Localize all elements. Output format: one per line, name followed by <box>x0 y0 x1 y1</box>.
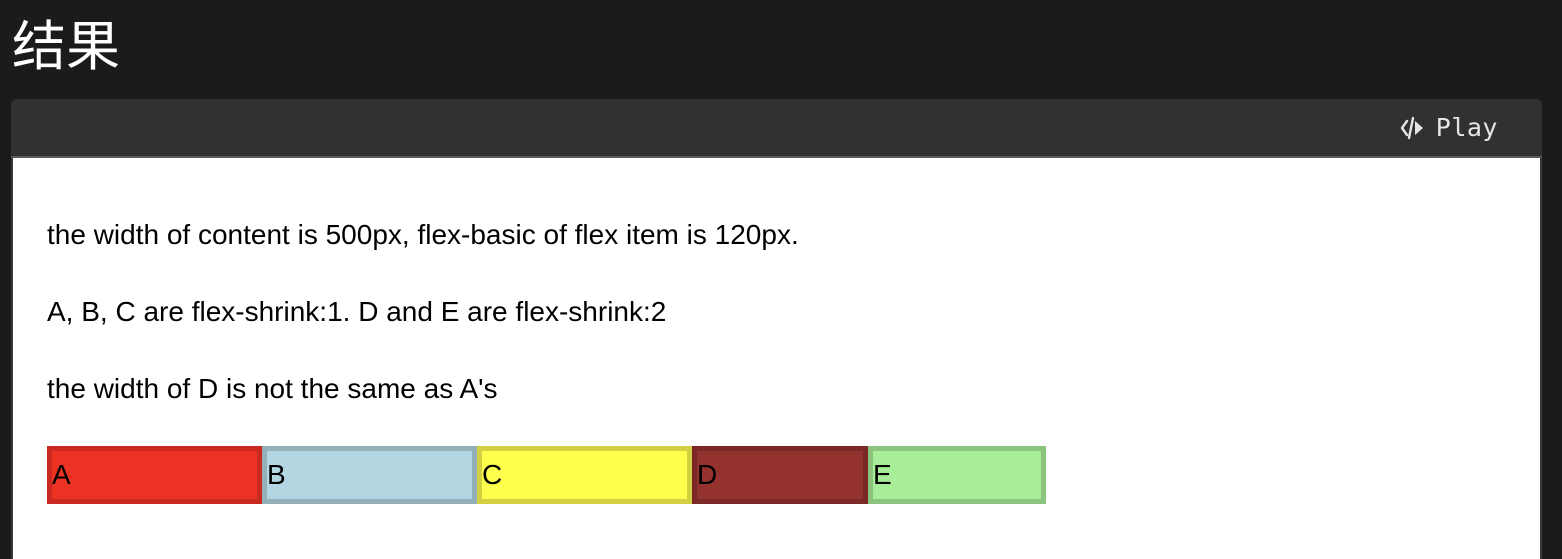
sample-toolbar: Play <box>11 99 1542 158</box>
description-line-3: the width of D is not the same as A's <box>47 373 498 404</box>
play-button[interactable]: Play <box>1400 99 1498 156</box>
flex-item-e: E <box>868 446 1046 504</box>
play-button-label: Play <box>1435 113 1498 142</box>
result-frame: the width of content is 500px, flex-basi… <box>11 158 1542 559</box>
flex-item-b: B <box>262 446 477 504</box>
code-play-icon <box>1400 115 1428 141</box>
page-heading: 结果 <box>12 15 120 78</box>
result-content: the width of content is 500px, flex-basi… <box>47 216 1447 504</box>
flex-item-c: C <box>477 446 692 504</box>
description-line-2: A, B, C are flex-shrink:1. D and E are f… <box>47 296 667 327</box>
flex-container: A B C D E <box>47 446 1047 504</box>
description-line-1: the width of content is 500px, flex-basi… <box>47 219 799 250</box>
live-sample-panel: Play the width of content is 500px, flex… <box>11 99 1542 559</box>
flex-item-a: A <box>47 446 262 504</box>
flex-item-d: D <box>692 446 868 504</box>
